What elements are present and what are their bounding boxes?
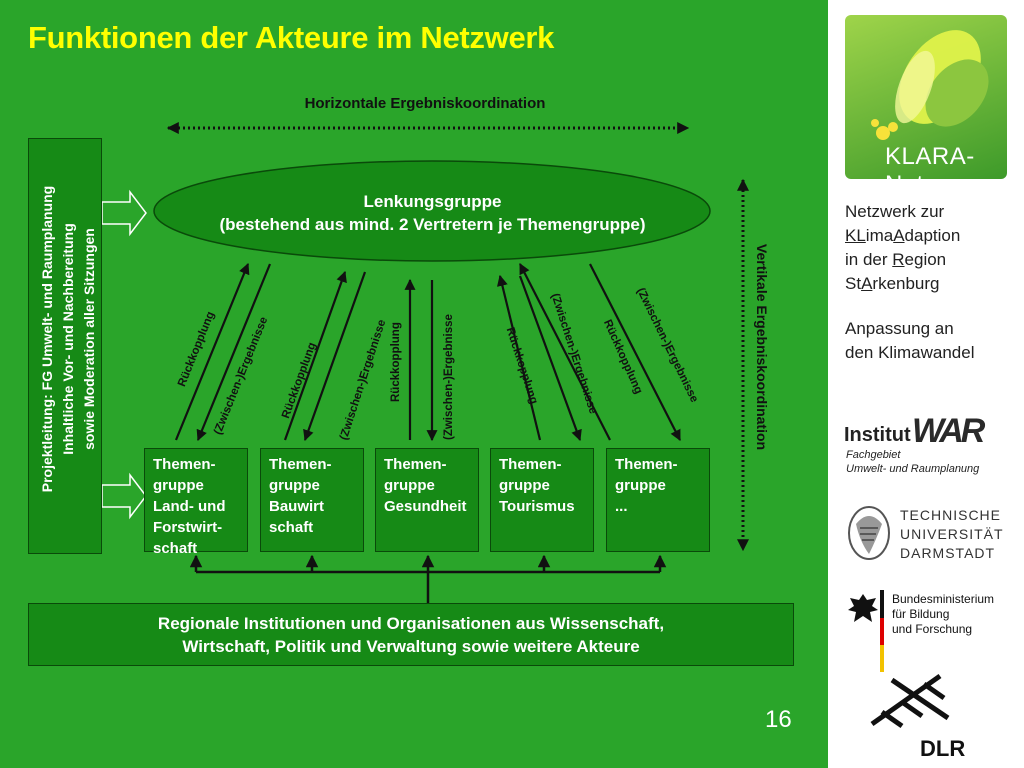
flag-black-bar bbox=[880, 590, 884, 618]
feedback-label-3: Rückkopplung bbox=[390, 322, 402, 402]
project-lead-line-3: sowie Moderation aller Sitzungen bbox=[81, 228, 97, 450]
letter-kl: KL bbox=[845, 226, 866, 245]
regional-institutions-box: Regionale Institutionen und Organisation… bbox=[28, 603, 794, 666]
project-lead-line-1: Projektleitung: FG Umwelt- und Raumplanu… bbox=[39, 185, 55, 493]
theme-group-health: Themen- gruppe Gesundheit bbox=[375, 448, 479, 552]
federal-eagle-icon bbox=[848, 594, 878, 622]
dlr-emblem-icon bbox=[870, 673, 950, 729]
steering-group-text: Lenkungsgruppe (bestehend aus mind. 2 Ve… bbox=[180, 190, 685, 236]
text-rkenburg: rkenburg bbox=[872, 274, 940, 293]
text-ima: ima bbox=[865, 226, 894, 245]
tu-darmstadt-logo: TECHNISCHE UNIVERSITÄT DARMSTADT bbox=[842, 502, 1022, 566]
letter-a2: A bbox=[861, 274, 873, 293]
flag-red-bar bbox=[880, 618, 884, 645]
results-arrow-1 bbox=[196, 263, 272, 442]
network-line-4: StArkenburg bbox=[845, 272, 1020, 296]
dlr-text: DLR bbox=[920, 736, 966, 761]
letter-r: R bbox=[892, 250, 905, 269]
regional-institutions-line-1: Regionale Institutionen und Organisation… bbox=[157, 614, 665, 633]
slide-title: Funktionen der Akteure im Netzwerk bbox=[28, 20, 555, 55]
letter-a: A bbox=[893, 226, 905, 245]
theme-group-more: Themen- gruppe ... bbox=[606, 448, 710, 552]
vertical-coordination-label: Vertikale Ergebniskoordination bbox=[754, 243, 770, 451]
network-line-3: in der Region bbox=[845, 248, 1020, 272]
regional-institutions-line-2: Wirtschaft, Politik und Verwaltung sowie… bbox=[182, 637, 640, 656]
feedback-arrow-2 bbox=[283, 270, 347, 441]
horizontal-coordination-label: Horizontale Ergebniskoordination bbox=[304, 95, 546, 112]
bmbf-line-3: und Forschung bbox=[892, 622, 973, 636]
adaptation-line-1: Anpassung an bbox=[845, 319, 954, 338]
results-arrow-5 bbox=[519, 263, 611, 441]
institut-sub-2: Umwelt- und Raumplanung bbox=[846, 463, 980, 475]
institut-word: Institut bbox=[844, 424, 911, 446]
adaptation-description: Anpassung an den Klimawandel bbox=[845, 317, 1020, 365]
results-arrow-4 bbox=[497, 274, 542, 441]
block-arrow-to-steering-group bbox=[101, 189, 147, 237]
dlr-logo: DLR bbox=[862, 672, 972, 762]
klara-net-logo-text: KLARA-Net bbox=[885, 143, 975, 179]
feedback-arrow-1 bbox=[174, 262, 250, 441]
institut-war-logo: Institut WAR Fachgebiet Umwelt- und Raum… bbox=[842, 412, 1022, 482]
project-lead-line-2: Inhaltliche Vor- und Nachbereitung bbox=[60, 223, 76, 455]
klara-net-logo: KLARA-Net bbox=[845, 15, 1007, 179]
project-lead-box: Projektleitung: FG Umwelt- und Raumplanu… bbox=[28, 138, 102, 554]
theme-group-tourism: Themen- gruppe Tourismus bbox=[490, 448, 594, 552]
network-description: Netzwerk zur KLimaAdaption in der Region… bbox=[845, 200, 1020, 296]
flag-gold-bar bbox=[880, 645, 884, 672]
tu-line-1: TECHNISCHE bbox=[900, 507, 1002, 523]
leaf-icon bbox=[871, 30, 989, 140]
steering-group-subtitle: (bestehend aus mind. 2 Vertretern je The… bbox=[219, 215, 646, 234]
athena-head-icon bbox=[848, 506, 890, 560]
diagram-graphics bbox=[101, 122, 749, 603]
text-egion: egion bbox=[904, 250, 947, 269]
steering-group-title: Lenkungsgruppe bbox=[363, 192, 502, 211]
feedback-arrow-4 bbox=[518, 275, 582, 442]
adaptation-line-2: den Klimawandel bbox=[845, 343, 975, 362]
results-label-3: (Zwischen-)Ergebnisse bbox=[443, 314, 455, 440]
network-line-1: Netzwerk zur bbox=[845, 202, 945, 221]
text-st: St bbox=[845, 274, 862, 293]
results-arrow-2 bbox=[303, 271, 367, 442]
tu-line-3: DARMSTADT bbox=[900, 545, 996, 561]
network-line-2: KLimaAdaption bbox=[845, 224, 1020, 248]
theme-group-agriculture-forestry: Themen- gruppe Land- und Forstwirt- scha… bbox=[144, 448, 248, 557]
block-arrow-to-theme-groups bbox=[101, 472, 147, 520]
feedback-arrow-5 bbox=[589, 263, 681, 441]
bmbf-line-2: für Bildung bbox=[892, 607, 950, 621]
page-number: 16 bbox=[765, 706, 792, 733]
bmbf-logo: Bundesministerium für Bildung und Forsch… bbox=[842, 590, 1022, 672]
theme-group-construction: Themen- gruppe Bauwirt schaft bbox=[260, 448, 364, 552]
text-in-der: in der bbox=[845, 250, 893, 269]
tu-line-2: UNIVERSITÄT bbox=[900, 526, 1004, 542]
war-mark: WAR bbox=[912, 412, 985, 450]
project-lead-text: Projektleitung: FG Umwelt- und Raumplanu… bbox=[37, 131, 111, 547]
text-daption: daption bbox=[904, 226, 961, 245]
institut-sub-1: Fachgebiet bbox=[846, 449, 901, 461]
steering-group-ellipse bbox=[153, 160, 711, 262]
bmbf-line-1: Bundesministerium bbox=[892, 592, 995, 606]
